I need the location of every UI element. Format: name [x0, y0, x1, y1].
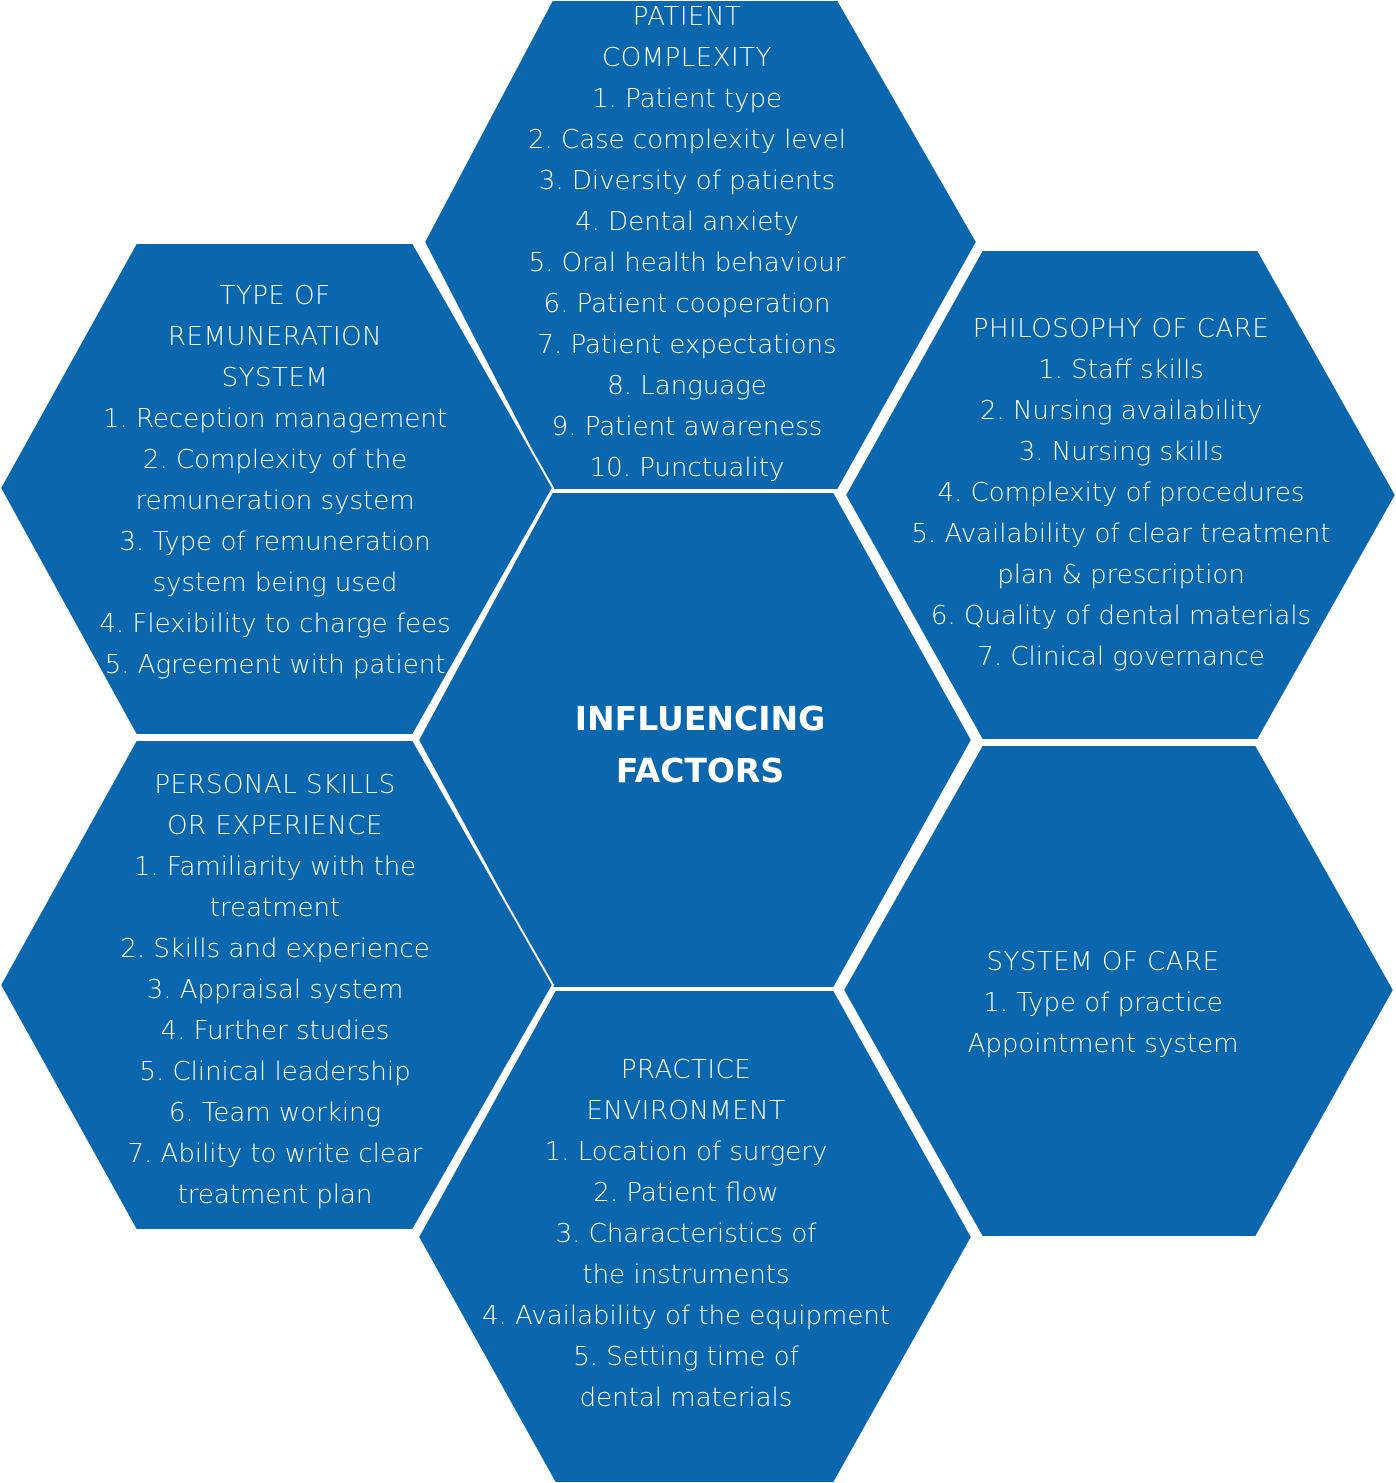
patient-complexity-title-1: PATIENT — [632, 2, 742, 32]
remuneration-item: 4. Flexibility to charge fees — [99, 609, 451, 639]
patient-complexity-title-2: COMPLEXITY — [602, 43, 772, 73]
patient-complexity-item: 9. Patient awareness — [551, 412, 823, 442]
system-of-care-title: SYSTEM OF CARE — [986, 947, 1220, 977]
philosophy-text: PHILOSOPHY OF CARE 1. Staff skills 2. Nu… — [906, 309, 1336, 678]
remuneration-item: 3. Type of remuneration — [119, 527, 431, 557]
hex-patient-complexity — [422, 0, 979, 491]
remuneration-text: TYPE OF REMUNERATION SYSTEM 1. Reception… — [90, 276, 460, 686]
hex-personal-skills — [0, 739, 555, 1231]
personal-skills-title-1: PERSONAL SKILLS — [154, 770, 396, 800]
philosophy-item: 7. Clinical governance — [977, 642, 1265, 672]
remuneration-item: 1. Reception management — [102, 404, 448, 434]
hex-system-of-care — [841, 744, 1396, 1238]
hex-practice-environment — [416, 989, 974, 1483]
practice-environment-item: 2. Patient flow — [593, 1178, 779, 1208]
remuneration-item: system being used — [152, 568, 398, 598]
practice-environment-item: 1. Location of surgery — [544, 1137, 828, 1167]
personal-skills-text: PERSONAL SKILLS OR EXPERIENCE 1. Familia… — [90, 765, 460, 1216]
patient-complexity-item: 5. Oral health behaviour — [528, 248, 846, 278]
remuneration-title-1: TYPE OF — [219, 281, 331, 311]
practice-environment-item: the instruments — [582, 1260, 790, 1290]
personal-skills-item: treatment — [209, 893, 341, 923]
philosophy-item: 2. Nursing availability — [979, 396, 1263, 426]
practice-environment-item: 3. Characteristics of — [555, 1219, 817, 1249]
patient-complexity-item: 4. Dental anxiety — [575, 207, 799, 237]
patient-complexity-item: 8. Language — [607, 371, 767, 401]
remuneration-item: 2. Complexity of the — [142, 445, 408, 475]
practice-environment-item: 4. Availability of the equipment — [481, 1301, 890, 1331]
practice-environment-text: PRACTICE ENVIRONMENT 1. Location of surg… — [481, 1050, 891, 1419]
philosophy-item: 6. Quality of dental materials — [930, 601, 1312, 631]
personal-skills-item: 3. Appraisal system — [146, 975, 404, 1005]
personal-skills-item: 2. Skills and experience — [120, 934, 430, 964]
patient-complexity-text: PATIENT COMPLEXITY 1. Patient type 2. Ca… — [497, 0, 877, 489]
system-of-care-item: Appointment system — [967, 1029, 1239, 1059]
personal-skills-item: 1. Familiarity with the — [133, 852, 417, 882]
philosophy-item: plan & prescription — [997, 560, 1245, 590]
patient-complexity-item: 6. Patient cooperation — [543, 289, 831, 319]
hex-remuneration — [0, 242, 555, 736]
center-title-2: FACTORS — [615, 751, 785, 790]
personal-skills-item: 5. Clinical leadership — [139, 1057, 411, 1087]
patient-complexity-item: 7. Patient expectations — [537, 330, 837, 360]
patient-complexity-item: 3. Diversity of patients — [538, 166, 836, 196]
practice-environment-title-1: PRACTICE — [620, 1055, 752, 1085]
remuneration-title-3: SYSTEM — [221, 363, 329, 393]
practice-environment-title-2: ENVIRONMENT — [586, 1096, 786, 1126]
philosophy-item: 1. Staff skills — [1038, 355, 1204, 385]
philosophy-item: 4. Complexity of procedures — [937, 478, 1305, 508]
hex-center — [416, 491, 974, 989]
system-of-care-item: 1. Type of practice — [983, 988, 1223, 1018]
system-of-care-text: SYSTEM OF CARE 1. Type of practice Appoi… — [918, 942, 1288, 1065]
personal-skills-title-2: OR EXPERIENCE — [167, 811, 383, 841]
center-text: INFLUENCING FACTORS — [520, 693, 880, 797]
patient-complexity-item: 1. Patient type — [592, 84, 782, 114]
practice-environment-item: dental materials — [579, 1383, 793, 1413]
patient-complexity-item: 2. Case complexity level — [527, 125, 847, 155]
personal-skills-item: treatment plan — [177, 1180, 373, 1210]
remuneration-item: remuneration system — [135, 486, 415, 516]
philosophy-item: 5. Availability of clear treatment — [911, 519, 1331, 549]
personal-skills-item: 6. Team working — [168, 1098, 382, 1128]
practice-environment-item: 5. Setting time of — [573, 1342, 799, 1372]
remuneration-item: 5. Agreement with patient — [104, 650, 446, 680]
hex-philosophy — [843, 249, 1396, 741]
center-title-1: INFLUENCING — [574, 699, 826, 738]
personal-skills-item: 4. Further studies — [160, 1016, 390, 1046]
personal-skills-item: 7. Ability to write clear — [127, 1139, 423, 1169]
philosophy-item: 3. Nursing skills — [1018, 437, 1224, 467]
patient-complexity-item: 10. Punctuality — [589, 453, 785, 483]
philosophy-title: PHILOSOPHY OF CARE — [972, 314, 1270, 344]
remuneration-title-2: REMUNERATION — [167, 322, 383, 352]
